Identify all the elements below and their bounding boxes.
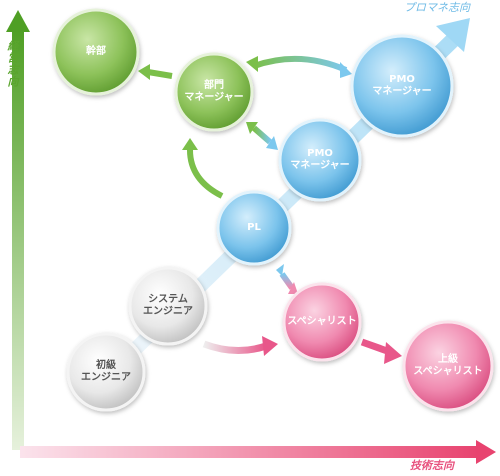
label-senior-specialist: 上級スペシャリスト — [413, 354, 483, 377]
arrow-pl-to-bumon — [187, 149, 224, 199]
node-pl — [216, 190, 292, 266]
label-bumon-manager: 部門マネージャー — [184, 80, 244, 103]
axis-label-horizontal: 技術志向 — [410, 459, 454, 472]
node-pmo-manager-small — [278, 118, 362, 202]
arrow-bumon-pmo-small — [252, 125, 272, 145]
arrow-pl-specialist — [279, 272, 295, 290]
label-specialist: スペシャリスト — [287, 316, 357, 327]
label-junior-engineer: 初級エンジニア — [81, 360, 131, 383]
arrow-system-to-specialist — [202, 340, 268, 355]
node-bumon-manager — [174, 52, 254, 132]
horizontal-axis — [20, 440, 496, 464]
node-specialist — [282, 282, 362, 362]
node-kanbu — [52, 8, 140, 96]
label-system-engineer: システムエンジニア — [143, 294, 193, 317]
node-junior-engineer — [66, 332, 146, 412]
axis-label-vertical: 経営志向 — [6, 40, 19, 88]
arrows — [138, 55, 402, 364]
label-pl: PL — [247, 222, 261, 233]
axis-label-diagonal: プロマネ志向 — [404, 1, 470, 14]
node-senior-specialist — [402, 320, 494, 412]
vertical-axis — [6, 10, 30, 450]
node-pmo-manager-large — [350, 34, 454, 138]
arrow-bumon-to-kanbu — [147, 69, 173, 79]
node-system-engineer — [128, 266, 208, 346]
arrow-bumon-pmo-large — [253, 55, 348, 73]
label-kanbu: 幹部 — [86, 46, 106, 57]
